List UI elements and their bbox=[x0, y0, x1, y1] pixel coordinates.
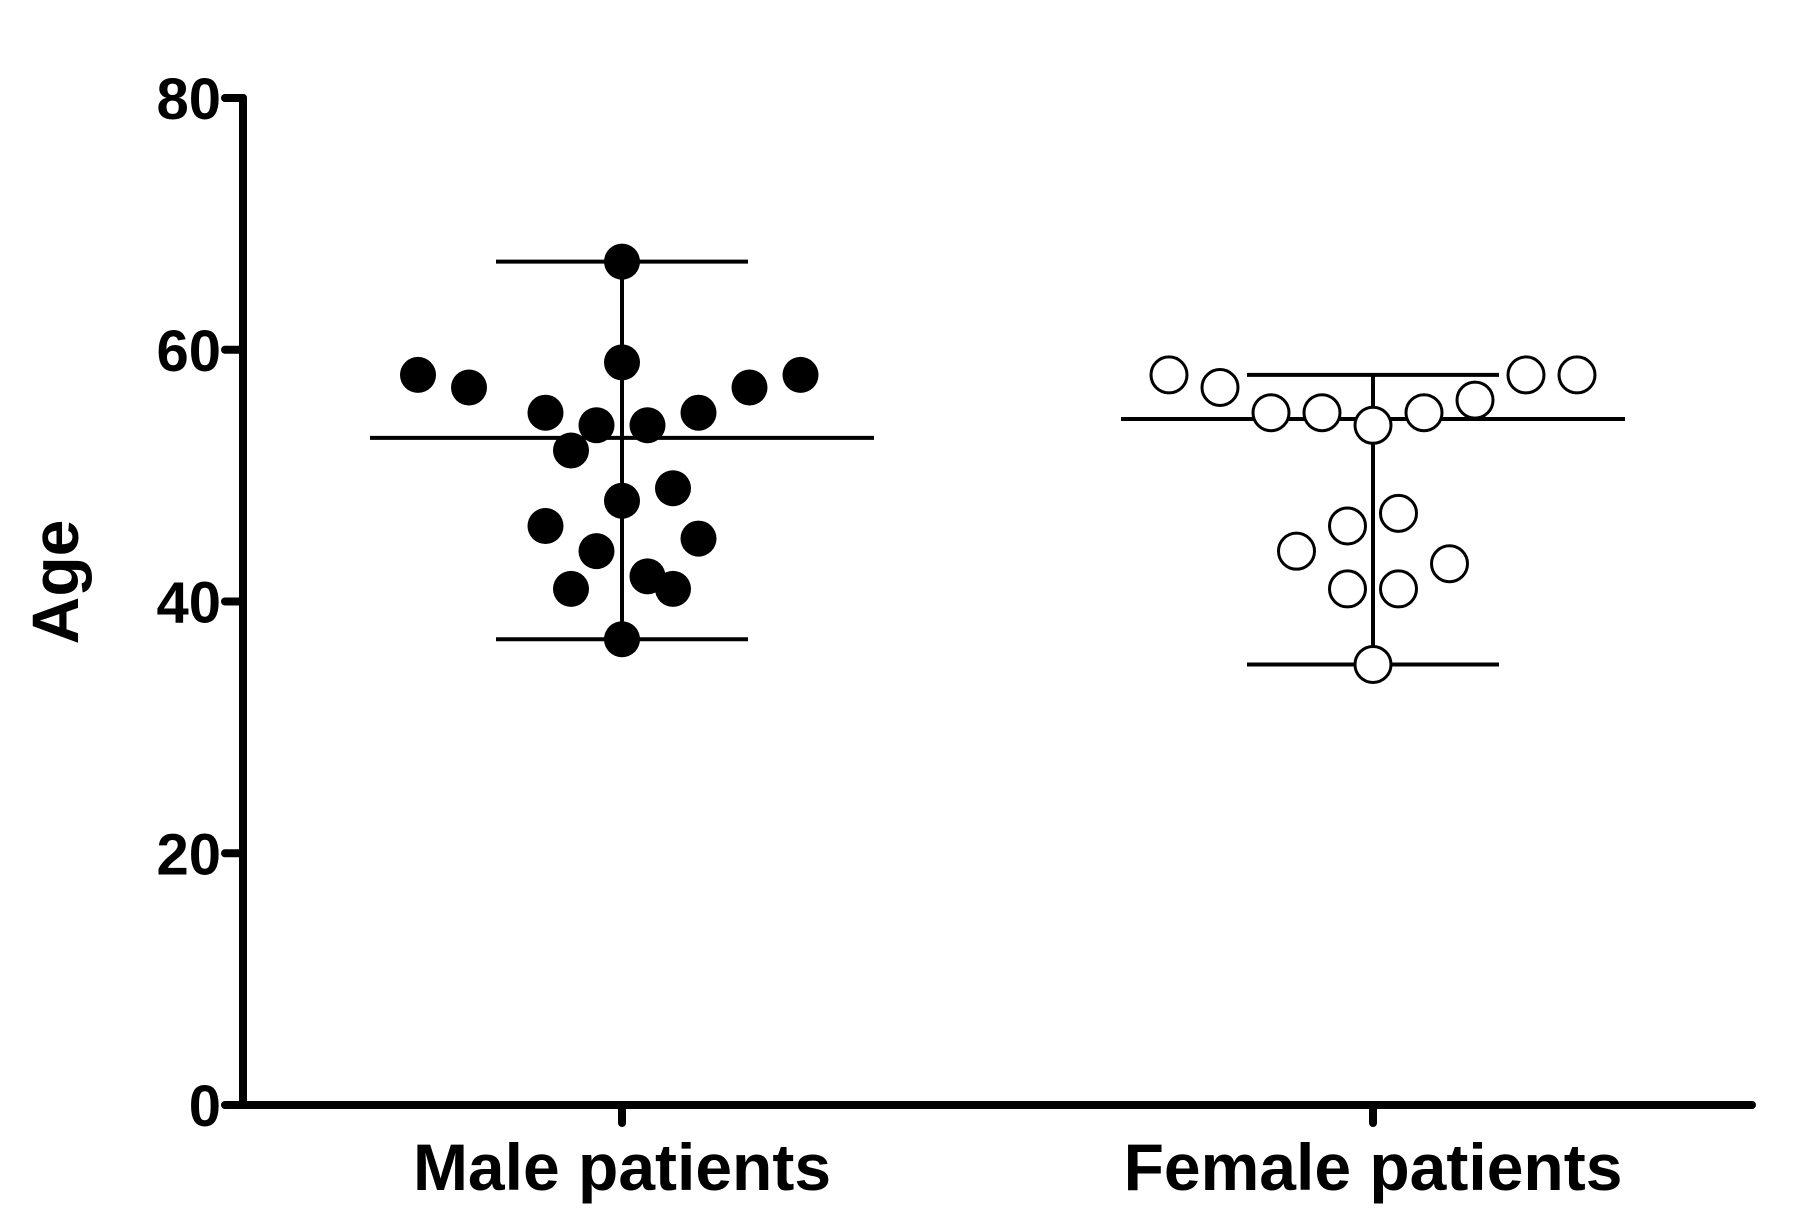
data-point bbox=[604, 621, 640, 658]
y-tick-label: 60 bbox=[156, 319, 221, 384]
series-male bbox=[370, 243, 874, 658]
data-point bbox=[604, 344, 640, 381]
data-point bbox=[1353, 644, 1393, 684]
data-point bbox=[1251, 393, 1291, 433]
y-tick-label: 40 bbox=[156, 571, 221, 636]
data-point bbox=[1379, 493, 1418, 533]
data-point bbox=[680, 394, 717, 431]
y-tick-label: 0 bbox=[189, 1074, 221, 1139]
data-point bbox=[629, 407, 666, 444]
x-axis: Male patients Female patients bbox=[239, 1101, 1756, 1204]
series-female bbox=[1121, 355, 1625, 684]
data-point bbox=[1149, 355, 1189, 395]
data-point bbox=[578, 533, 615, 570]
data-point bbox=[451, 369, 487, 406]
data-point bbox=[1200, 368, 1240, 408]
data-point bbox=[553, 570, 589, 607]
x-category-label: Male patients bbox=[413, 1130, 831, 1204]
data-point bbox=[680, 520, 717, 557]
data-point bbox=[1404, 393, 1444, 433]
data-point bbox=[604, 243, 640, 280]
data-point bbox=[578, 407, 615, 444]
data-point bbox=[527, 394, 564, 431]
data-point bbox=[782, 356, 819, 393]
data-point bbox=[1379, 569, 1418, 609]
data-point bbox=[1328, 569, 1367, 609]
y-axis: 0 20 40 60 80 bbox=[156, 67, 247, 1139]
data-point bbox=[527, 507, 564, 544]
y-tick-label: 20 bbox=[156, 822, 221, 887]
data-point bbox=[1328, 506, 1367, 546]
data-point bbox=[1302, 393, 1342, 433]
y-axis-title: Age bbox=[18, 520, 92, 645]
data-point bbox=[1506, 355, 1546, 395]
data-point bbox=[1557, 355, 1597, 395]
data-point bbox=[1277, 531, 1316, 571]
data-point bbox=[731, 369, 768, 406]
x-category-label: Female patients bbox=[1124, 1130, 1623, 1204]
data-point bbox=[1353, 405, 1393, 445]
data-point bbox=[655, 570, 691, 607]
data-point bbox=[1455, 380, 1495, 420]
data-point bbox=[604, 482, 640, 519]
data-point bbox=[655, 470, 691, 507]
data-point bbox=[400, 356, 436, 393]
data-point bbox=[553, 432, 589, 469]
y-tick-label: 80 bbox=[156, 67, 221, 132]
data-point bbox=[1430, 544, 1469, 584]
plot-area bbox=[370, 243, 1625, 684]
